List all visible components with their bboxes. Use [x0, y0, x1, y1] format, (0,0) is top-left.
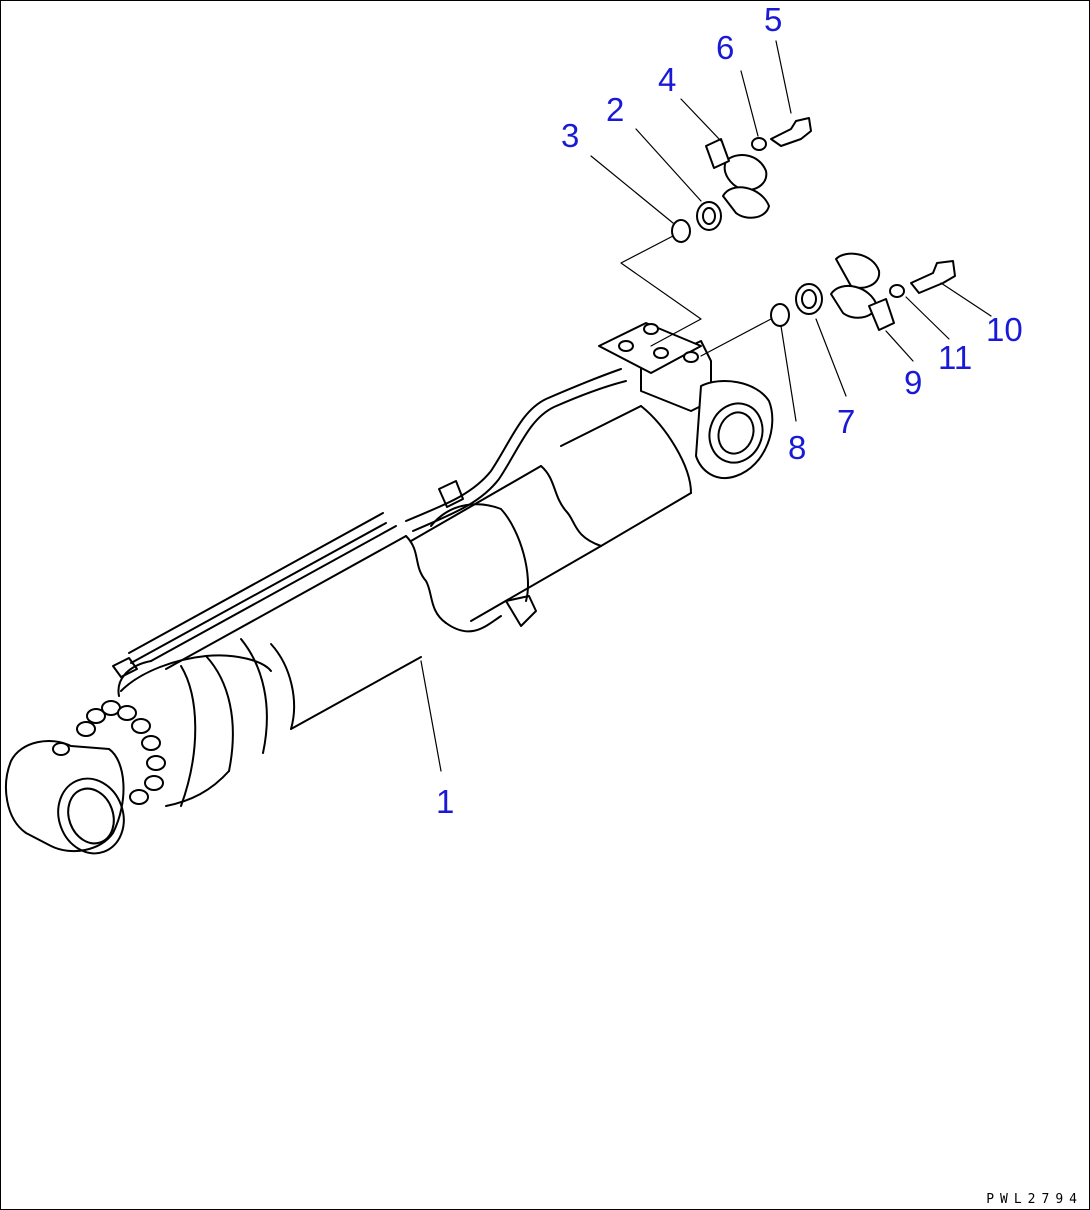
flange-tab-part-4	[705, 138, 730, 169]
head-bottom	[165, 770, 230, 807]
tube-bottom-edge	[290, 656, 422, 730]
clamp-bolt-bottom	[505, 595, 537, 627]
bolt-part-10	[910, 260, 956, 294]
valve-flange	[598, 322, 702, 374]
callout-11: 11	[938, 339, 972, 376]
tube-break-line	[405, 535, 447, 624]
oring-part-8	[770, 303, 790, 327]
gland-top	[120, 654, 272, 692]
rear-barrel-top	[560, 405, 642, 447]
gland-ring-2	[240, 638, 268, 754]
callout-5: 5	[764, 1, 782, 38]
lower-fitting-group	[700, 252, 956, 357]
callout-7: 7	[837, 403, 855, 440]
valve-bolt	[643, 323, 659, 335]
callout-10: 10	[986, 311, 1023, 348]
rod-eye	[5, 740, 125, 855]
rear-barrel-end	[640, 405, 692, 494]
head-bolt-ring	[76, 700, 166, 805]
valve-bolt	[653, 347, 669, 359]
head-fitting	[112, 657, 138, 678]
tube-top-edge	[150, 525, 397, 662]
callout-1: 1	[436, 783, 454, 820]
seal-part-2	[696, 201, 722, 231]
assembly-path-lower	[700, 318, 772, 357]
split-flange-lower-part-9	[830, 285, 878, 319]
oring-part-3	[671, 219, 691, 243]
assembly-path-upper	[620, 235, 702, 347]
bolt-part-5	[770, 117, 812, 147]
cylinder-assembly	[5, 322, 774, 855]
leader-lines	[420, 40, 992, 772]
gland-ring-1	[205, 655, 234, 772]
callout-3: 3	[561, 117, 579, 154]
head-flange	[180, 665, 197, 807]
bottom-clevis	[695, 380, 774, 479]
callout-2: 2	[606, 91, 624, 128]
pipe-line-lower	[130, 522, 387, 664]
callout-9: 9	[904, 364, 922, 401]
gland-ring-3	[270, 643, 295, 730]
valve-bolt	[683, 351, 699, 363]
callout-8: 8	[788, 429, 806, 466]
flange-tab-part-9	[868, 298, 895, 331]
split-flange-lower-part-4	[722, 186, 770, 219]
pipe-to-valve	[405, 368, 622, 522]
washer-part-6	[751, 137, 767, 151]
callout-labels: 1 2 3 4 5 6 7 8 9 10 11	[436, 1, 1023, 820]
pipe-to-valve-inner	[412, 380, 627, 532]
tube-inner-edge	[165, 535, 407, 670]
barrel-break-line	[540, 465, 602, 547]
callout-6: 6	[716, 29, 734, 66]
split-flange-upper-part-9	[835, 252, 881, 289]
seal-part-7	[795, 283, 823, 315]
split-flange-upper-part-4	[723, 154, 768, 191]
barrel-bottom-edge	[470, 545, 602, 622]
upper-fitting-group	[620, 117, 812, 347]
barrel-break-bottom	[445, 615, 502, 633]
pipe-line-upper	[128, 512, 384, 654]
rear-barrel-bottom	[600, 492, 692, 547]
drawing-code: PWL2794	[986, 1192, 1083, 1207]
clamp-band	[430, 503, 529, 602]
clamp-bolt-top	[438, 480, 464, 508]
valve-bolt	[618, 340, 634, 352]
washer-part-11	[889, 284, 905, 298]
callout-4: 4	[658, 61, 676, 98]
